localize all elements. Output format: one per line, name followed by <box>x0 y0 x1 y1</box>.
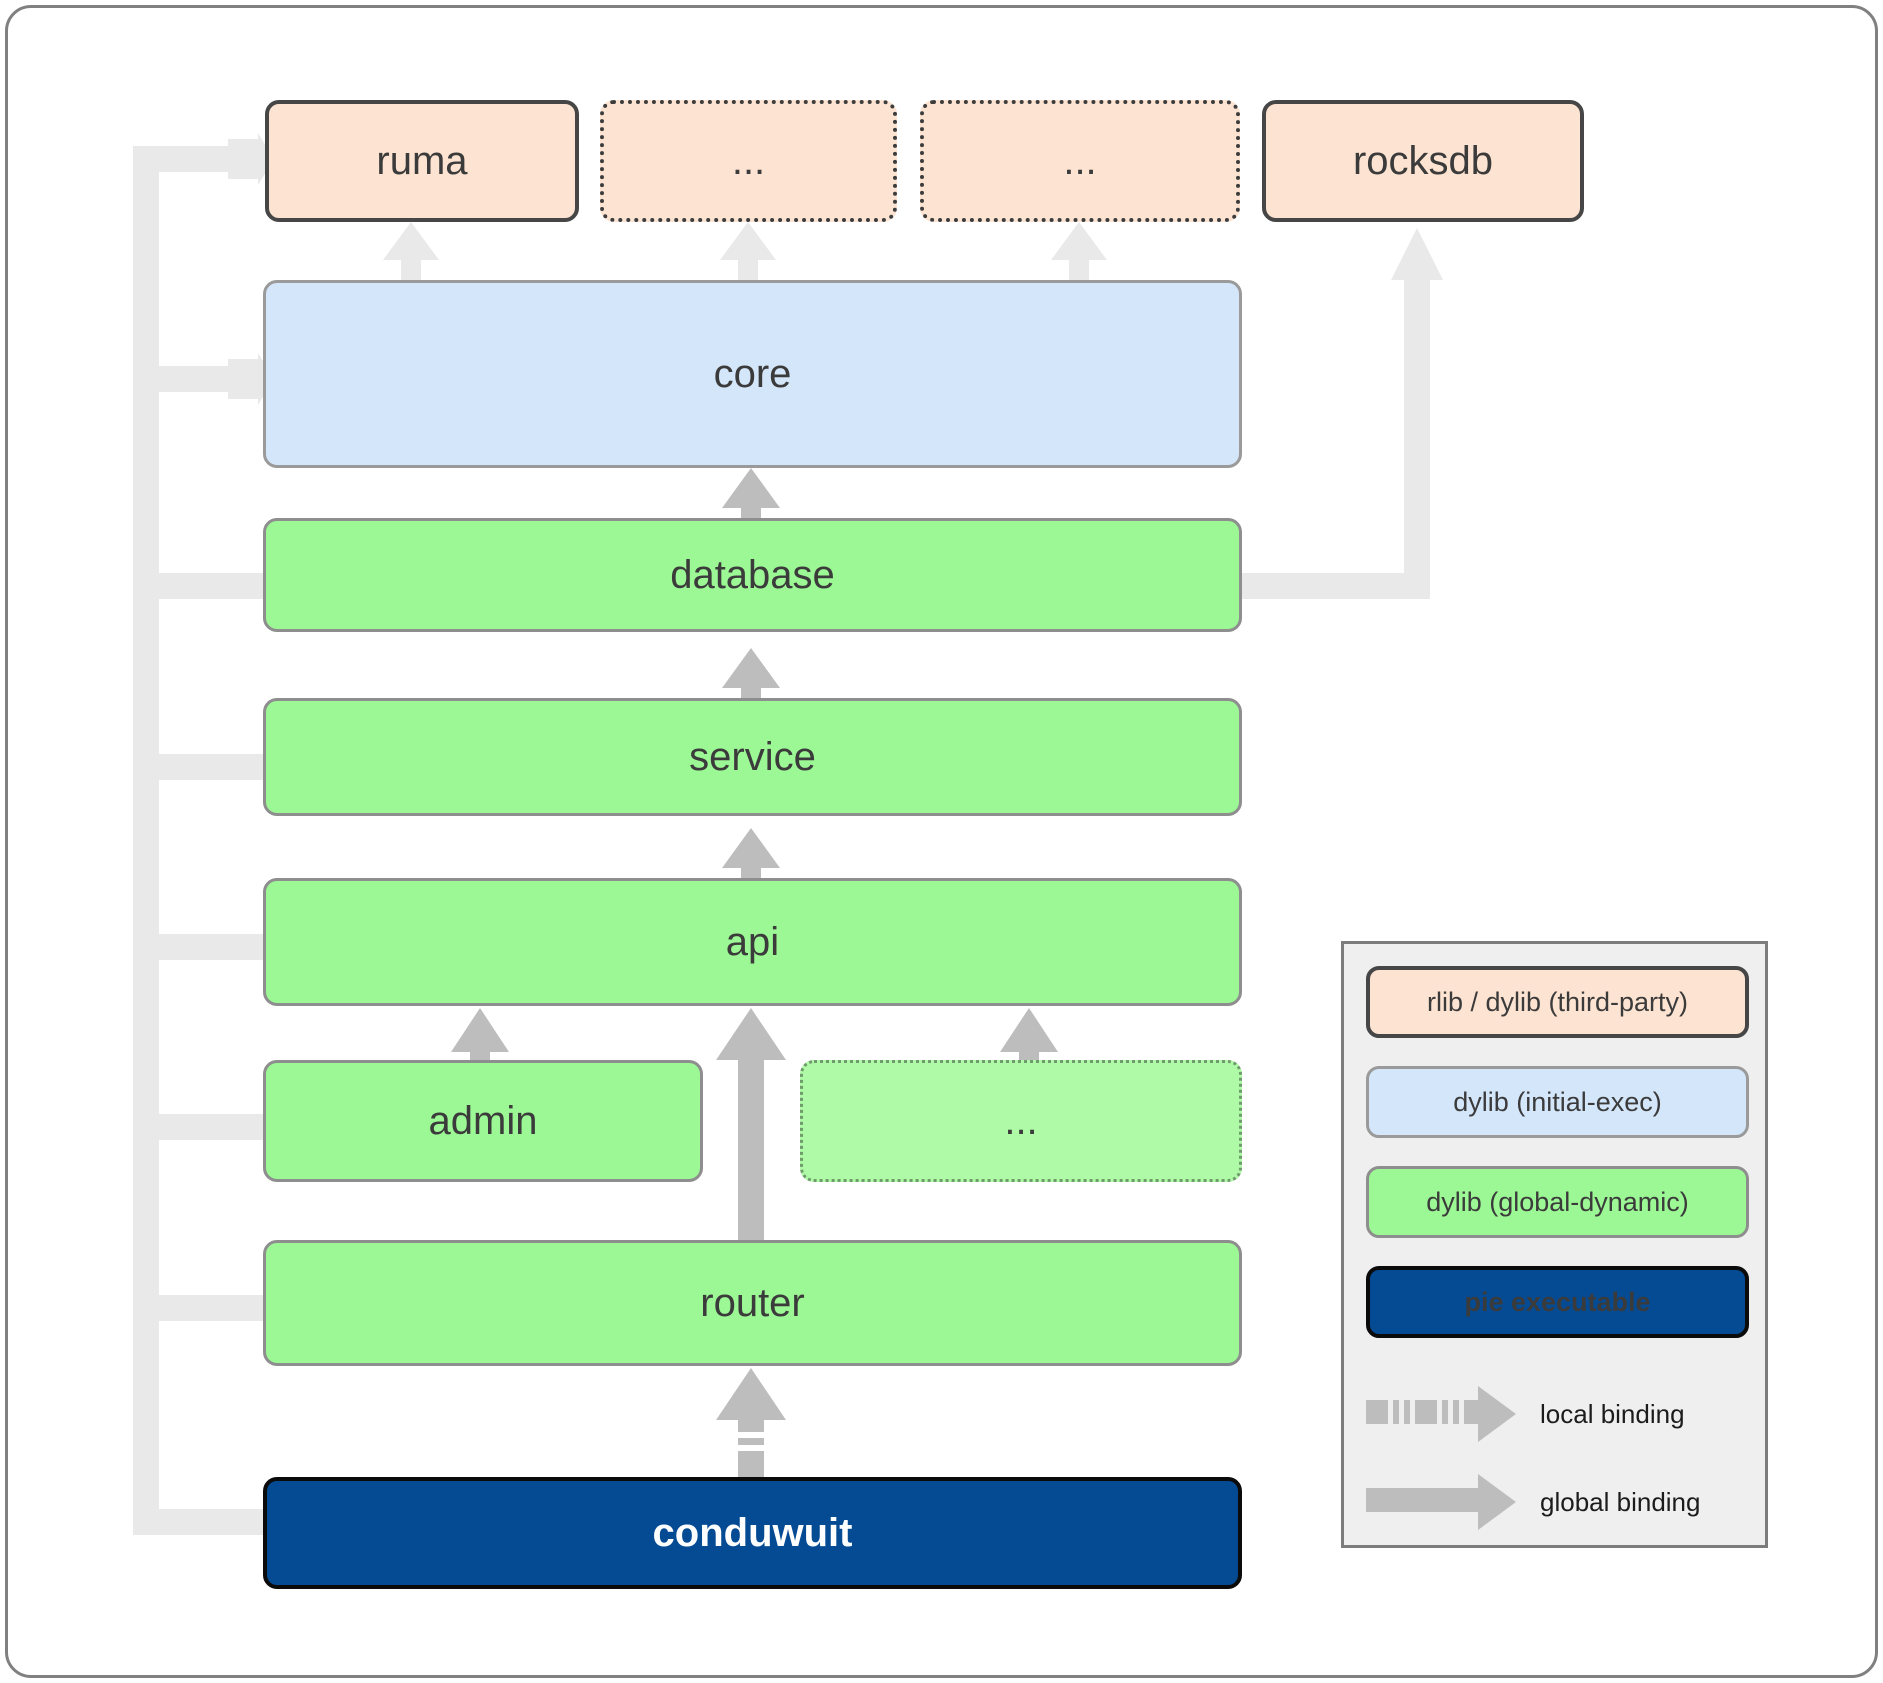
arrow-conduwuit-to-router-local <box>716 1368 786 1478</box>
node-label: conduwuit <box>652 1510 853 1555</box>
bus-branch-core <box>133 366 233 392</box>
arrow-router-to-api <box>716 1008 786 1256</box>
arrow-core-to-placeholder-1 <box>720 222 776 284</box>
bus-branch-conduwuit <box>133 1509 273 1535</box>
bus-branch-admin <box>133 1114 273 1140</box>
legend-panel: rlib / dylib (third-party) dylib (initia… <box>1341 941 1768 1548</box>
node-label: ... <box>1063 138 1097 183</box>
legend-label: dylib (global-dynamic) <box>1426 1186 1689 1217</box>
legend-swatch-pie-executable: pie executable <box>1366 1266 1749 1338</box>
bus-branch-router <box>133 1295 273 1321</box>
arrow-placeholder-to-api <box>1000 1008 1058 1090</box>
node-third-party-placeholder-1[interactable]: ... <box>600 100 897 222</box>
arrow-service-to-database <box>722 648 780 714</box>
node-service[interactable]: service <box>263 698 1242 816</box>
node-core[interactable]: core <box>263 280 1242 468</box>
node-label: admin <box>428 1098 538 1143</box>
node-admin[interactable]: admin <box>263 1060 703 1182</box>
node-label: core <box>713 351 792 396</box>
node-label: database <box>670 552 835 597</box>
node-api[interactable]: api <box>263 878 1242 1006</box>
bus-branch-api <box>133 934 273 960</box>
node-third-party-placeholder-2[interactable]: ... <box>920 100 1240 222</box>
global-binding-arrow-icon <box>1366 1474 1516 1530</box>
legend-swatch-initial-exec: dylib (initial-exec) <box>1366 1066 1749 1138</box>
arrow-api-to-service <box>722 828 780 894</box>
node-label: service <box>689 734 816 779</box>
bus-database-to-rocksdb-horizontal <box>1238 573 1430 599</box>
node-api-placeholder[interactable]: ... <box>800 1060 1242 1182</box>
legend-label: rlib / dylib (third-party) <box>1426 986 1689 1017</box>
node-label: router <box>700 1280 805 1325</box>
legend-swatch-global-dynamic: dylib (global-dynamic) <box>1366 1166 1749 1238</box>
arrow-core-to-placeholder-2 <box>1051 222 1107 284</box>
bus-arrowhead-ruma <box>228 133 274 185</box>
bus-branch-database <box>133 573 273 599</box>
node-rocksdb[interactable]: rocksdb <box>1262 100 1584 222</box>
legend-swatch-third-party: rlib / dylib (third-party) <box>1366 966 1749 1038</box>
legend-binding-global: global binding <box>1366 1472 1749 1532</box>
arrow-core-to-ruma <box>383 222 439 284</box>
bus-arrowhead-core <box>228 353 274 405</box>
legend-binding-local: local binding <box>1366 1384 1749 1444</box>
node-router[interactable]: router <box>263 1240 1242 1366</box>
node-database[interactable]: database <box>263 518 1242 632</box>
legend-label: dylib (initial-exec) <box>1453 1086 1662 1117</box>
node-conduwuit[interactable]: conduwuit <box>263 1477 1242 1589</box>
node-label: api <box>725 919 780 964</box>
node-label: rocksdb <box>1352 138 1494 183</box>
bus-branch-service <box>133 754 273 780</box>
node-label: ... <box>731 138 766 183</box>
node-ruma[interactable]: ruma <box>265 100 579 222</box>
arrowhead-rocksdb <box>1391 228 1443 284</box>
bus-database-to-rocksdb-vertical <box>1404 280 1430 599</box>
arrow-database-to-core <box>722 468 780 534</box>
bus-branch-ruma <box>133 146 233 172</box>
legend-label: pie executable <box>1464 1286 1651 1317</box>
node-label: ruma <box>376 138 468 183</box>
arrow-admin-to-api <box>451 1008 509 1090</box>
bus-trunk-vertical <box>133 146 159 1535</box>
node-label: ... <box>1004 1098 1038 1143</box>
legend-label: local binding <box>1540 1398 1685 1429</box>
local-binding-arrow-icon <box>1366 1386 1516 1442</box>
legend-label: global binding <box>1540 1486 1701 1517</box>
